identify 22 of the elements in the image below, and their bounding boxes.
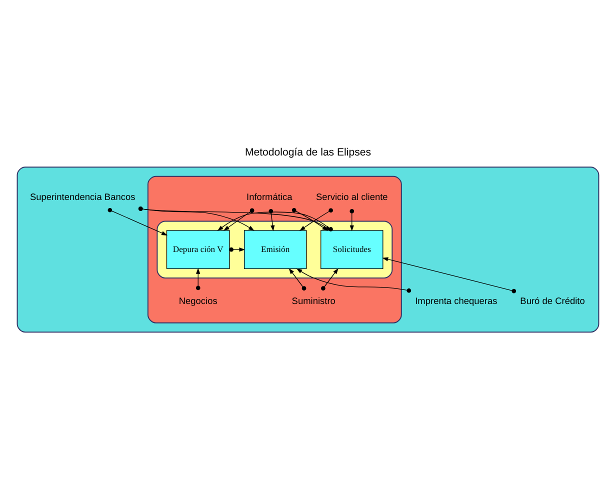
arrow bbox=[288, 268, 306, 291]
cluster bbox=[147, 176, 402, 324]
node-text: Imprenta chequeras bbox=[415, 296, 498, 306]
cluster bbox=[156, 220, 393, 278]
node-box: Depura ción V bbox=[166, 230, 230, 270]
arrow bbox=[296, 268, 412, 293]
node-text: Suministro bbox=[292, 296, 336, 306]
arrow bbox=[196, 268, 200, 290]
node-text: Servicio al cliente bbox=[316, 192, 388, 202]
node-box: Emisión bbox=[244, 230, 307, 270]
node-text: Negocios bbox=[178, 296, 218, 306]
arrow bbox=[382, 257, 516, 294]
node-text: Superintendencia Bancos bbox=[30, 192, 136, 202]
arrow bbox=[268, 209, 275, 232]
arrow bbox=[321, 268, 338, 291]
cluster bbox=[16, 166, 600, 333]
diagram-title: Metodología de las Elipses bbox=[244, 146, 372, 159]
node-text: Buró de Crédito bbox=[520, 296, 585, 306]
arrow bbox=[350, 209, 354, 232]
node-box: Solicitudes bbox=[320, 230, 384, 270]
node-text: Informática bbox=[246, 192, 292, 202]
arrow bbox=[223, 208, 254, 231]
